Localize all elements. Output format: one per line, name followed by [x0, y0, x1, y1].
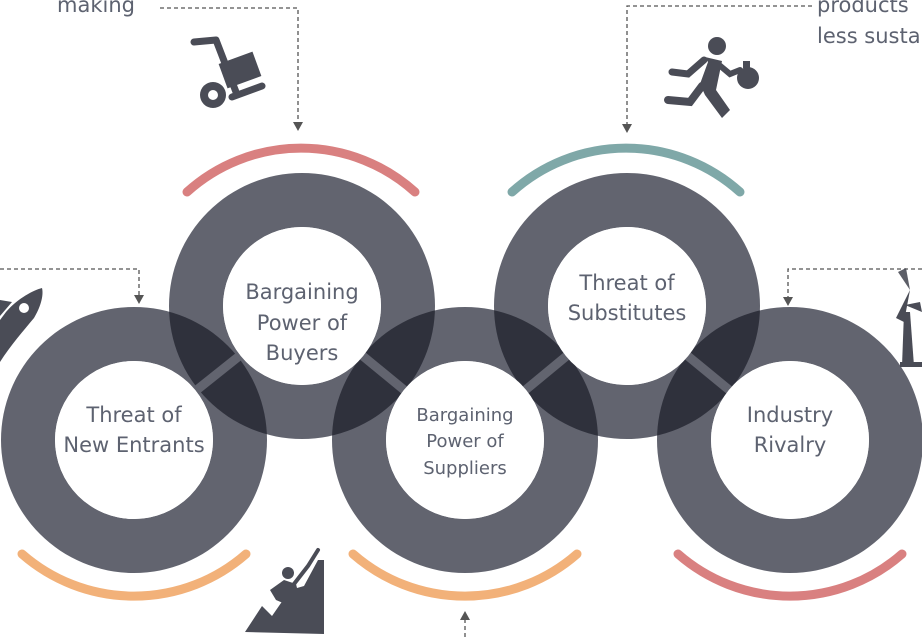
rivalry-label-line-2: Rivalry: [753, 433, 827, 457]
buyers-overlaps: [169, 307, 435, 439]
new-entrants-accent-arc: [17, 549, 251, 601]
buyers-label-line-3: Buyers: [265, 341, 339, 366]
rivalry-connector: [787, 268, 922, 297]
buyers-label-line-1: Bargaining: [245, 280, 359, 305]
substitutes-description-snippet: products less susta: [817, 0, 921, 50]
buyers-description-snippet: making: [57, 0, 135, 17]
suppliers-label-line-1: Bargaining: [416, 405, 514, 427]
wind-turbine-icon: [896, 268, 922, 367]
substitutes-connector: [626, 5, 812, 124]
suppliers-label-line-3: Suppliers: [423, 457, 507, 479]
substitutes-description-line-1: products: [817, 0, 909, 17]
hand-truck-icon: [190, 36, 266, 108]
substitutes-description-line-2: less susta: [817, 24, 921, 48]
climber-icon: [245, 548, 324, 634]
buyers-label: Bargaining Power of Buyers: [223, 268, 381, 378]
buyers-label-line-2: Power of: [256, 310, 348, 335]
new-entrants-label-line-2: New Entrants: [63, 433, 205, 457]
substitutes-overlaps: [494, 307, 760, 439]
rivalry-accent-arc: [673, 549, 907, 601]
substitutes-label: Threat of Substitutes: [548, 258, 706, 338]
suppliers-label: Bargaining Power of Suppliers: [386, 395, 544, 490]
suppliers-label-line-2: Power of: [426, 431, 504, 453]
substitutes-label-line-1: Threat of: [579, 270, 675, 295]
buyers-connector: [160, 7, 299, 122]
rivalry-label: Industry Rivalry: [711, 390, 869, 470]
new-entrants-label-line-1: Threat of: [86, 402, 182, 427]
suppliers-accent-arc: [348, 549, 582, 601]
running-thief-icon: [664, 37, 759, 118]
new-entrants-label: Threat of New Entrants: [55, 390, 213, 470]
buyers-accent-arc: [182, 143, 420, 197]
rivalry-label-line-1: Industry: [746, 402, 834, 427]
substitutes-accent-arc: [507, 143, 745, 197]
rocket-icon: [0, 288, 43, 362]
substitutes-label-line-2: Substitutes: [567, 301, 687, 325]
new-entrants-connector: [0, 268, 140, 295]
